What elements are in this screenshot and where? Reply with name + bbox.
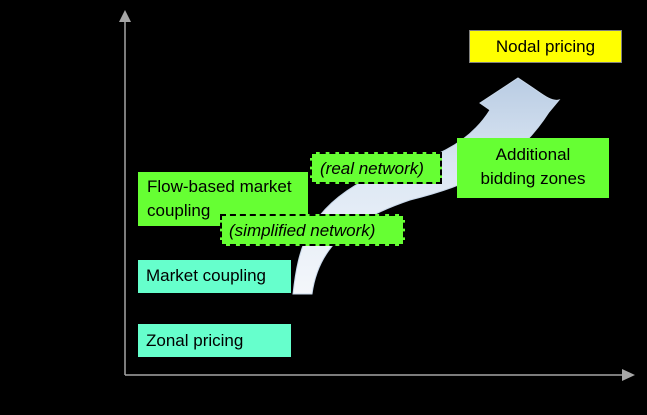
additional-label-line1: Additional [495, 145, 571, 164]
real-network-box: (real network) [310, 152, 442, 184]
market-coupling-label: Market coupling [146, 266, 267, 285]
market-coupling-box: Market coupling [138, 260, 291, 293]
zonal-pricing-box: Zonal pricing [138, 324, 291, 357]
curved-arrow-icon [292, 77, 561, 295]
nodal-pricing-label: Nodal pricing [495, 37, 596, 56]
x-axis-arrow-icon [622, 369, 635, 381]
simplified-network-box: (simplified network) [220, 214, 405, 246]
nodal-pricing-box: Nodal pricing [469, 30, 622, 63]
additional-label-line2: bidding zones [480, 169, 586, 188]
zonal-pricing-label: Zonal pricing [146, 331, 244, 350]
additional-bidding-zones-box: Additional bidding zones [457, 138, 609, 198]
flow-based-label-line2: coupling [147, 201, 211, 220]
real-network-label: (real network) [320, 159, 424, 178]
simplified-network-label: (simplified network) [229, 221, 376, 240]
flow-based-label-line1: Flow-based market [147, 177, 292, 196]
y-axis-arrow-icon [119, 10, 131, 22]
